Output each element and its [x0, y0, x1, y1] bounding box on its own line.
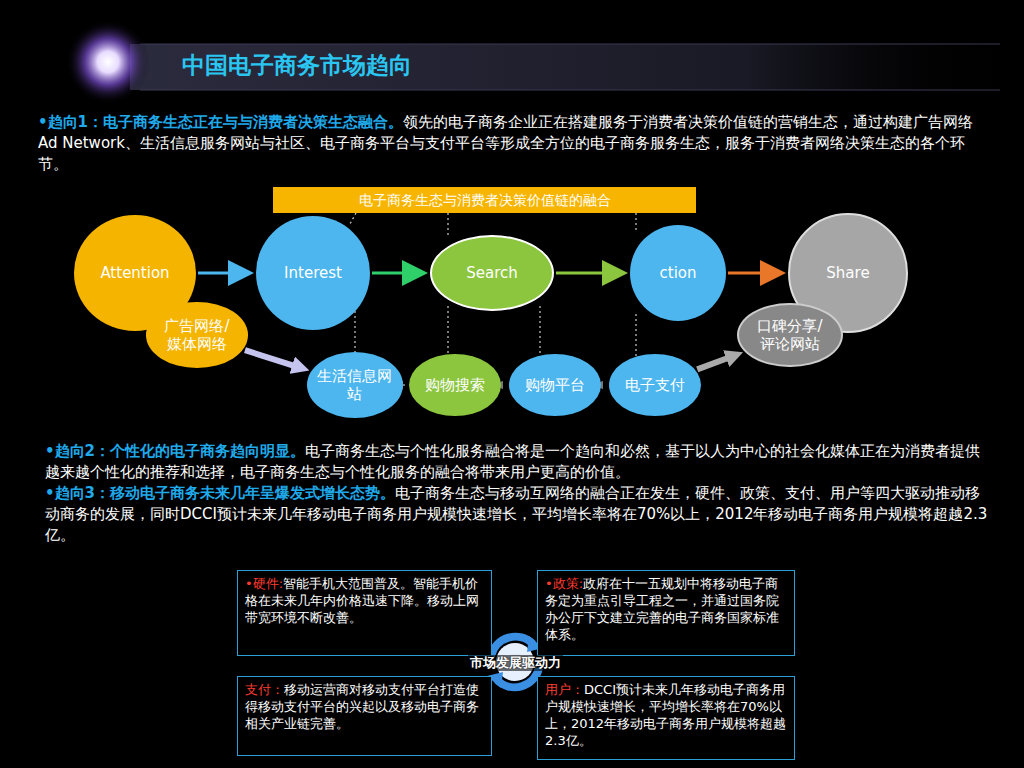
node-label: 口碑分享/ 评论网站: [757, 317, 822, 353]
node-label: Search: [466, 264, 518, 282]
node-text: 购物平台: [525, 376, 585, 394]
box-heading: •硬件:: [245, 576, 283, 591]
trend-heading: •趋向1：电子商务生态正在与与消费者决策生态融合。: [38, 113, 403, 131]
trend-heading: •趋向2：个性化的电子商务趋向明显。: [45, 442, 305, 460]
stage-circle: ction: [630, 225, 726, 321]
trend-heading: •趋向3：移动电子商务未来几年呈爆发式增长态势。: [45, 484, 395, 502]
node-text: 用户：DCCI预计未来几年移动电子商务用户规模快速增长，平均增长率将在70%以上…: [545, 681, 787, 749]
node-text: 电子商务生态与消费者决策价值链的融合: [359, 191, 611, 209]
node-text: •政策:政府在十一五规划中将移动电子商务定为重点引导工程之一，并通过国务院办公厅…: [545, 575, 787, 643]
service-oval: 购物平台: [509, 354, 601, 416]
driver-box: 支付：移动运营商对移动支付平台打造使得移动支付平台的兴起以及移动电子商务相关产业…: [237, 676, 492, 756]
node-text: 支付：移动运营商对移动支付平台打造使得移动支付平台的兴起以及移动电子商务相关产业…: [245, 681, 484, 732]
service-oval: 口碑分享/ 评论网站: [737, 303, 842, 367]
flow-arrow: [601, 384, 603, 386]
node-label: ction: [660, 264, 697, 282]
node-text: 生活信息网站: [317, 367, 392, 403]
title-bar: [130, 44, 1010, 90]
paragraph-row: •趋向3：移动电子商务未来几年呈爆发式增长态势。电子商务生态与移动互网络的融合正…: [45, 483, 990, 546]
service-oval: 购物搜索: [409, 354, 501, 416]
driver-box: 用户：DCCI预计未来几年移动电子商务用户规模快速增长，平均增长率将在70%以上…: [537, 676, 795, 760]
node-label: Attention: [100, 264, 169, 282]
node-label: 电子商务生态与消费者决策价值链的融合: [359, 192, 611, 208]
node-text: Share: [826, 264, 869, 282]
stage-circle: Interest: [256, 216, 370, 330]
node-text: Search: [466, 264, 518, 282]
node-label: 购物平台: [525, 376, 585, 394]
box-heading: 用户：: [545, 682, 584, 697]
banner: 电子商务生态与消费者决策价值链的融合: [273, 187, 696, 213]
paragraph-row: •趋向2：个性化的电子商务趋向明显。电子商务生态与个性化服务融合将是一个趋向和必…: [45, 441, 990, 483]
node-label: 生活信息网站: [317, 367, 392, 403]
box-heading: 支付：: [245, 682, 284, 697]
node-label: 电子支付: [625, 376, 685, 394]
paragraph: •趋向1：电子商务生态正在与与消费者决策生态融合。领先的电子商务企业正在搭建服务…: [38, 112, 988, 175]
node-text: Attention: [100, 264, 169, 282]
driver-box: •政策:政府在十一五规划中将移动电子商务定为重点引导工程之一，并通过国务院办公厅…: [537, 570, 795, 656]
node-label: 购物搜索: [425, 376, 485, 394]
service-oval: 广告网络/ 媒体网络: [146, 302, 249, 368]
dotted-guides: [350, 213, 636, 356]
flow-arrow: [728, 272, 768, 275]
node-text: 广告网络/ 媒体网络: [157, 317, 237, 353]
flow-arrow: [697, 357, 731, 370]
node-text: 购物搜索: [425, 376, 485, 394]
node-label: 广告网络/ 媒体网络: [164, 317, 229, 353]
cycle-label: 市场发展驱动力: [468, 655, 563, 671]
node-text: Interest: [284, 264, 342, 282]
page-title: 中国电子商务市场趋向: [182, 50, 412, 81]
star-glow: [66, 20, 150, 104]
service-oval: 电子支付: [609, 354, 701, 416]
node-text: •硬件:智能手机大范围普及。智能手机价格在未来几年内价格迅速下降。移动上网带宽环…: [245, 575, 484, 626]
stage-circle: Search: [430, 235, 554, 311]
box-heading: •政策:: [545, 576, 583, 591]
flow-arrow: [501, 384, 503, 386]
node-text: 电子支付: [625, 376, 685, 394]
node-label: Share: [826, 264, 869, 282]
flow-arrow: [245, 350, 297, 367]
service-oval: 生活信息网站: [307, 352, 403, 418]
node-text: 口碑分享/ 评论网站: [749, 317, 831, 353]
node-text: ction: [660, 264, 697, 282]
paragraph: •趋向2：个性化的电子商务趋向明显。电子商务生态与个性化服务融合将是一个趋向和必…: [45, 441, 990, 546]
title-rule: [140, 44, 1000, 45]
flow-arrow: [198, 272, 236, 275]
node-label: Interest: [284, 264, 342, 282]
driver-box: •硬件:智能手机大范围普及。智能手机价格在未来几年内价格迅速下降。移动上网带宽环…: [237, 570, 492, 656]
flow-arrow: [556, 272, 610, 275]
title-rule: [140, 90, 1000, 91]
flow-arrow: [372, 272, 410, 275]
paragraph-row: •趋向1：电子商务生态正在与与消费者决策生态融合。领先的电子商务企业正在搭建服务…: [38, 112, 988, 175]
